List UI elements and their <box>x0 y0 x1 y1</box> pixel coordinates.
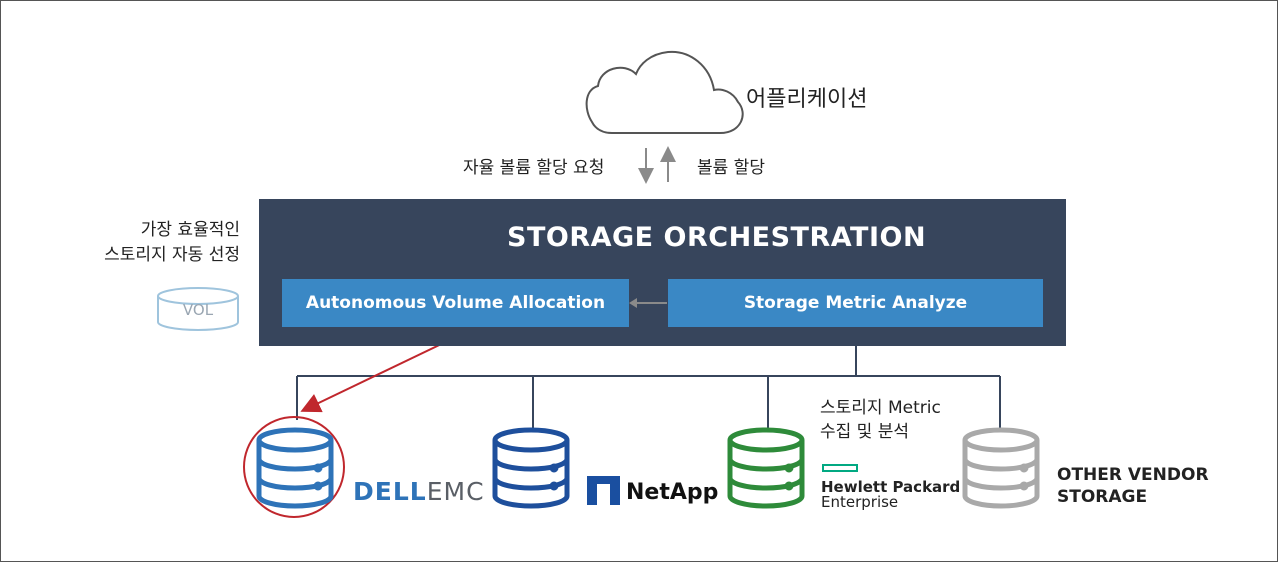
selection-arrow <box>300 336 457 413</box>
dell-emc-logo: DELLEMC <box>353 477 485 506</box>
auto-selection-label: 가장 효율적인 스토리지 자동 선정 <box>104 220 240 265</box>
database-icon-other <box>962 427 1040 509</box>
autonomous-volume-allocation-box: Autonomous Volume Allocation <box>282 279 629 327</box>
application-label: 어플리케이션 <box>746 87 868 112</box>
volume-allocation-label: 볼륨 할당 <box>697 158 765 178</box>
netapp-logo-mark <box>587 476 620 505</box>
volume-label: VOL <box>182 301 214 319</box>
database-icon-hpe <box>727 427 805 509</box>
storage-metric-analyze-box: Storage Metric Analyze <box>668 279 1043 327</box>
orchestration-title: STORAGE ORCHESTRATION <box>507 222 927 253</box>
other-vendor-label: OTHER VENDOR STORAGE <box>1057 465 1209 507</box>
cloud-icon <box>585 50 744 134</box>
arrow-left-icon <box>629 298 667 308</box>
volume-icon <box>157 287 239 331</box>
database-icon-dell <box>256 427 334 509</box>
volume-request-label: 자율 볼륨 할당 요청 <box>463 158 605 178</box>
database-icon-netapp <box>492 427 570 509</box>
selected-storage-highlight <box>243 416 345 518</box>
hpe-logo-mark <box>822 464 858 472</box>
netapp-label: NetApp <box>626 480 719 505</box>
metric-collection-label: 스토리지 Metric 수집 및 분석 <box>820 398 941 442</box>
hpe-label-line2: Enterprise <box>821 493 899 511</box>
hpe-label-line1: Hewlett Packard <box>821 478 961 496</box>
storage-bus <box>296 346 1001 428</box>
